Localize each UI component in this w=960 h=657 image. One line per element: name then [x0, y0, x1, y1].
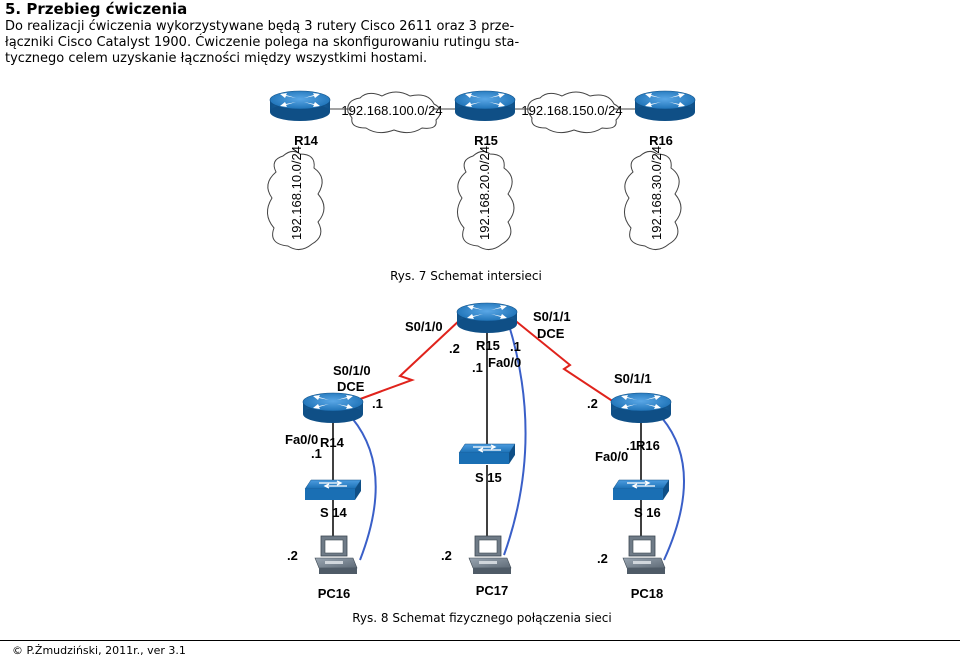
pc-icon-pc16 [314, 535, 358, 575]
pc17-addr: .2 [441, 548, 452, 563]
lan-cloud-1: 192.168.10.0/24 [267, 146, 325, 250]
r16-s011-label: S0/1/1 [614, 371, 652, 386]
r15-fa-label: Fa0/0 [488, 355, 521, 370]
pc16-addr: .2 [287, 548, 298, 563]
r16-name-label: R16 [636, 438, 660, 453]
r15-s011-addr: .1 [510, 339, 521, 354]
console-cable-r15 [503, 321, 527, 556]
r15-name-label: R15 [476, 338, 500, 353]
r16-s-addr: .2 [587, 396, 598, 411]
r14-dce-label: DCE [337, 379, 365, 394]
wan-label-2: 192.168.150.0/24 [521, 103, 622, 118]
lan-label-1: 192.168.10.0/24 [289, 146, 304, 240]
r15-dce-label: DCE [537, 326, 565, 341]
router-label-r14: R14 [294, 133, 319, 148]
router-label-r15: R15 [474, 133, 498, 148]
s15-label: S 15 [475, 470, 502, 485]
router-icon-r15-phys [456, 302, 518, 334]
intro-line-2: łączniki Cisco Catalyst 1900. Ćwiczenie … [5, 35, 520, 50]
intro-line-1: Do realizacji ćwiczenia wykorzystywane b… [5, 19, 515, 34]
r15-fa-addr: .1 [472, 360, 483, 375]
r15-s010-label: S0/1/0 [405, 319, 443, 334]
r16-fa-label: Fa0/0 [595, 449, 628, 464]
pc18-label: PC18 [631, 586, 664, 601]
router-icon-r15 [454, 90, 516, 122]
page-footer: © P.Żmudziński, 2011r., ver 3.1 [0, 640, 960, 657]
r15-s010-addr: .2 [449, 341, 460, 356]
router-label-r16: R16 [649, 133, 673, 148]
r14-s010-label: S0/1/0 [333, 363, 371, 378]
lan-cloud-3: 192.168.30.0/24 [624, 146, 682, 250]
intro-line-3: tycznego celem uzyskanie łączności międz… [5, 51, 428, 66]
router-icon-r16-phys [610, 392, 672, 424]
r14-name-label: R14 [320, 435, 345, 450]
logical-diagram: 192.168.100.0/24 192.168.150.0/24 R14 R1… [267, 90, 696, 283]
pc-icon-pc18 [622, 535, 666, 575]
r14-s-addr: .1 [372, 396, 383, 411]
router-icon-r14 [269, 90, 331, 122]
wan-cloud-1: 192.168.100.0/24 [341, 91, 443, 134]
switch-icon-s15 [458, 443, 516, 465]
wan-label-1: 192.168.100.0/24 [341, 103, 442, 118]
s14-label: S 14 [320, 505, 348, 520]
router-icon-r16 [634, 90, 696, 122]
console-cable-r14 [351, 417, 377, 561]
switch-icon-s16 [612, 479, 670, 501]
serial-link-r15-r16 [511, 317, 621, 407]
figure-caption-8: Rys. 8 Schemat fizycznego połączenia sie… [352, 611, 612, 625]
physical-diagram: S0/1/0 S0/1/1 DCE .2 R15 .1 .1 Fa0/0 S0/… [285, 302, 685, 625]
router-icon-r14-phys [302, 392, 364, 424]
r16-fa-addr: .1 [626, 438, 637, 453]
console-cable-r16 [661, 417, 685, 561]
r15-s011-label: S0/1/1 [533, 309, 571, 324]
lan-cloud-2: 192.168.20.0/24 [457, 146, 515, 250]
figure-caption-7: Rys. 7 Schemat intersieci [390, 269, 542, 283]
s16-label: S 16 [634, 505, 661, 520]
lan-label-3: 192.168.30.0/24 [649, 146, 664, 240]
wan-cloud-2: 192.168.150.0/24 [521, 91, 623, 134]
pc16-label: PC16 [318, 586, 351, 601]
section-title: 5. Przebieg ćwiczenia [5, 0, 188, 18]
switch-icon-s14 [304, 479, 362, 501]
lan-label-2: 192.168.20.0/24 [477, 146, 492, 240]
footer-copyright: © P.Żmudziński, 2011r., ver 3.1 [12, 644, 186, 657]
serial-link-r14-r15 [351, 317, 463, 403]
r14-fa-label: Fa0/0 [285, 432, 318, 447]
pc17-label: PC17 [476, 583, 509, 598]
r14-fa-addr: .1 [311, 446, 322, 461]
pc18-addr: .2 [597, 551, 608, 566]
